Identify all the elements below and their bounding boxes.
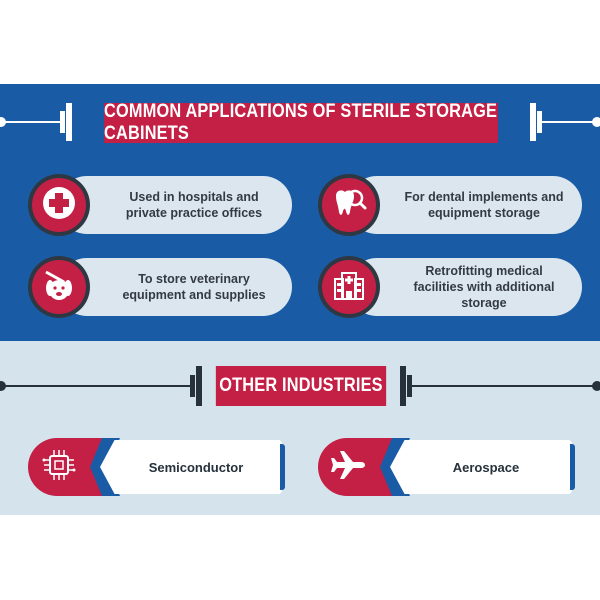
application-text: For dental implements and equipment stor… [404,190,564,220]
industry-label-panel: Aerospace [390,440,572,494]
application-text: Used in hospitals and private practice o… [125,190,263,220]
application-card-hospitals: Used in hospitals and private practice o… [28,174,292,236]
header-bracket-right [530,103,536,141]
dental-tooth-magnifier-icon [330,184,368,227]
header-bracket-left [196,366,202,406]
industry-card-semiconductor: Semiconductor [28,438,285,496]
application-icon-disc [322,178,376,232]
application-card-veterinary: To store veterinary equipment and suppli… [28,256,292,318]
application-icon-ring [318,174,380,236]
application-icon-ring [318,256,380,318]
industry-label-panel: Semiconductor [100,440,282,494]
application-card-dental: For dental implements and equipment stor… [318,174,582,236]
application-icon-ring [28,256,90,318]
section-title-other-industries: OTHER INDUSTRIES [215,366,387,406]
line-end-dot-left [0,117,6,127]
application-icon-disc [32,178,86,232]
application-card-retrofitting: Retrofitting medical facilities with add… [318,256,582,318]
header-bracket-right [400,366,406,406]
line-end-dot-right [592,117,600,127]
header-cap-left [60,111,65,133]
line-end-dot-left [0,381,6,391]
application-pill: Retrofitting medical facilities with add… [348,258,582,316]
application-icon-disc [322,260,376,314]
industry-label: Aerospace [452,459,520,475]
industry-right-accent [280,444,285,490]
header-line-right [542,121,594,123]
header-cap-left [190,375,195,397]
header-line-right [412,385,594,387]
industry-right-accent [570,444,575,490]
section-title-applications: COMMON APPLICATIONS OF STERILE STORAGE C… [104,101,498,144]
application-text: Retrofitting medical facilities with add… [413,264,555,310]
application-pill: Used in hospitals and private practice o… [58,176,292,234]
application-icon-disc [32,260,86,314]
microchip-icon [41,447,77,488]
veterinary-dog-syringe-icon [40,266,78,309]
hospital-building-icon [331,267,367,308]
application-pill: For dental implements and equipment stor… [348,176,582,234]
industry-card-aerospace: Aerospace [318,438,575,496]
medical-cross-icon [42,186,76,225]
application-pill: To store veterinary equipment and suppli… [58,258,292,316]
application-text: To store veterinary equipment and suppli… [122,272,266,302]
header-bracket-left [66,103,72,141]
header-cap-right [537,111,542,133]
header-line-left [4,385,190,387]
line-end-dot-right [592,381,600,391]
application-icon-ring [28,174,90,236]
industry-label: Semiconductor [148,459,244,475]
header-cap-right [407,375,412,397]
header-line-left [4,121,60,123]
airplane-icon [329,447,369,488]
